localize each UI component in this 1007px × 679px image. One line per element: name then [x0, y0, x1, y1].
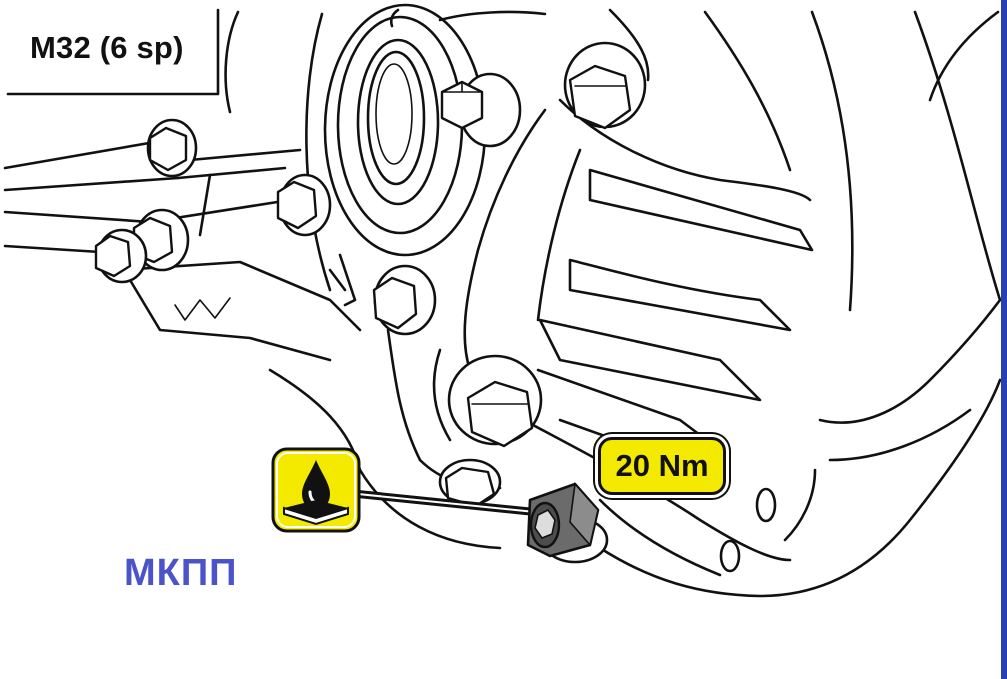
- fluid-drain-plug-icon: [271, 447, 361, 533]
- bolt-left-upper: [146, 118, 198, 178]
- torque-value: 20 Nm: [615, 448, 709, 483]
- bolt-bracket-large: [447, 354, 543, 448]
- bearing-boss: [323, 3, 487, 257]
- bolt-mid-lower: [372, 264, 437, 336]
- label-frame: [6, 8, 220, 96]
- bolt-left-mid: [276, 173, 332, 237]
- bolt-left-pair-a: [132, 208, 190, 272]
- bolt-left-pair-b: [94, 228, 148, 284]
- right-edge-bar: [1001, 0, 1007, 679]
- torque-badge: 20 Nm: [598, 437, 726, 495]
- bracket-arm: [463, 98, 817, 577]
- bolt-bottom: [438, 458, 502, 508]
- bolt-top-right: [563, 41, 647, 130]
- drain-plug: [526, 482, 609, 564]
- transmission-label: МКПП: [124, 552, 238, 594]
- model-label: M32 (6 sp): [30, 30, 184, 65]
- bolt-top-center: [440, 72, 522, 148]
